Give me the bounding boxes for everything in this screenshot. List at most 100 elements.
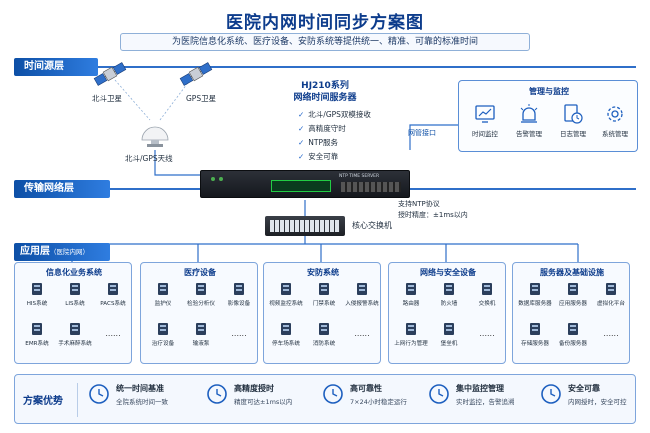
panel-item[interactable]: 手术麻醉系统 [57, 321, 93, 347]
panel-item[interactable]: 影像设备 [221, 281, 257, 307]
panel-item[interactable]: 监护仪 [145, 281, 181, 307]
device-icon [32, 283, 42, 295]
more-indicator: ...... [479, 329, 495, 338]
panel-item[interactable]: 治疗设备 [145, 321, 181, 347]
device-icon [406, 283, 416, 295]
layer-divider [410, 188, 636, 190]
satellite-icon [93, 62, 127, 86]
panel-item[interactable]: HIS系统 [19, 281, 55, 307]
monitor-icon [428, 383, 450, 409]
server-title-line2: 网络时间服务器 [293, 93, 357, 103]
panel-item[interactable]: 防火墙 [431, 281, 467, 307]
beidou-label: 北斗卫星 [92, 94, 122, 103]
panel-group: 服务器及基础设施数据库服务器应用服务器虚拟化平台存储服务器备份服务器...... [512, 262, 630, 364]
panel-item[interactable]: 交换机 [469, 281, 505, 307]
server-panel-text: NTP TIME SERVER [339, 174, 380, 179]
panel-item[interactable]: 输液泵 [183, 321, 219, 347]
antenna-icon [141, 126, 169, 147]
layer-application-note: （医院内网） [50, 248, 89, 256]
device-icon [530, 283, 540, 295]
server-feature: ✓北斗/GPS双模接收 [298, 110, 371, 119]
management-item[interactable]: 日志管理 [553, 103, 593, 138]
panel-item[interactable]: 存储服务器 [517, 321, 553, 347]
advantage-item: 统一时间基准全院系统时间一致 [116, 384, 168, 406]
server-ports [341, 182, 401, 192]
panel-item[interactable]: 检验分析仪 [183, 281, 219, 307]
panel-item[interactable]: 备份服务器 [555, 321, 591, 347]
panel-item[interactable]: 上网行为管理 [393, 321, 429, 347]
page-subtitle: 为医院信息化系统、医疗设备、安防系统等提供统一、精准、可靠的标准时间 [120, 33, 530, 51]
panel-item[interactable]: 应用服务器 [555, 281, 591, 307]
advantage-item: 安全可靠内网授时，安全可控 [568, 384, 627, 406]
panel-item[interactable]: 门禁系统 [306, 281, 342, 307]
panel-group: 医疗设备监护仪检验分析仪影像设备治疗设备输液泵...... [140, 262, 258, 364]
device-icon [281, 283, 291, 295]
advantage-item: 高精度授时精度可达±1ms以内 [234, 384, 293, 406]
device-icon [606, 283, 616, 295]
device-icon [158, 323, 168, 335]
management-box: 管理与监控 时间监控 告警管理 日志管理 系统管理 [458, 80, 638, 152]
antenna-label: 北斗/GPS天线 [125, 154, 173, 163]
management-title: 管理与监控 [529, 87, 569, 96]
panel-title: 信息化业务系统 [46, 268, 102, 277]
server-feature: ✓高精度守时 [298, 124, 346, 133]
server-title-line1: HJ210系列 [301, 81, 349, 91]
management-item[interactable]: 系统管理 [595, 103, 635, 138]
management-item[interactable]: 告警管理 [509, 103, 549, 138]
layer-divider [98, 66, 636, 68]
core-switch [265, 216, 345, 236]
layer-application: 应用层（医院内网） [14, 243, 110, 261]
antenna [138, 118, 172, 154]
device-icon [482, 283, 492, 295]
panel-item[interactable]: 停车场系统 [268, 321, 304, 347]
device-icon [281, 323, 291, 335]
device-icon [32, 323, 42, 335]
device-icon [196, 283, 206, 295]
alarm-light-icon [520, 104, 538, 123]
panel-item[interactable]: PACS系统 [95, 281, 131, 307]
panel-item[interactable]: 视频监控系统 [268, 281, 304, 307]
panel-title: 服务器及基础设施 [540, 268, 604, 277]
device-icon [357, 283, 367, 295]
panel-item[interactable]: 数据库服务器 [517, 281, 553, 307]
server-features: ✓北斗/GPS双模接收 ✓高精度守时 ✓NTP服务 ✓安全可靠 [298, 108, 371, 164]
check-icon: ✓ [298, 110, 305, 119]
server-title: HJ210系列 网络时间服务器 [280, 80, 370, 104]
panel-item[interactable]: 路由器 [393, 281, 429, 307]
gps-satellite [178, 60, 214, 92]
device-icon [568, 283, 578, 295]
more-indicator: ...... [603, 329, 619, 338]
check-icon: ✓ [298, 138, 305, 147]
panel-item[interactable]: 虚拟化平台 [593, 281, 629, 307]
server-feature: ✓安全可靠 [298, 152, 339, 161]
device-icon [444, 323, 454, 335]
layer-time-source: 时间源层 [14, 58, 98, 76]
panel-item[interactable]: 堡垒机 [431, 321, 467, 347]
device-icon [406, 323, 416, 335]
device-icon [444, 283, 454, 295]
panel-item[interactable]: 消防系统 [306, 321, 342, 347]
core-switch-label: 核心交换机 [352, 221, 392, 230]
panel-item[interactable]: EMR系统 [19, 321, 55, 347]
log-clock-icon [564, 104, 583, 124]
panel-title: 安防系统 [307, 268, 339, 277]
device-icon [319, 283, 329, 295]
panel-item[interactable]: LIS系统 [57, 281, 93, 307]
panel-item[interactable]: 入侵报警系统 [344, 281, 380, 307]
management-item[interactable]: 时间监控 [465, 103, 505, 138]
layer-application-label: 应用层 [20, 246, 50, 257]
panel-group: 网络与安全设备路由器防火墙交换机上网行为管理堡垒机...... [388, 262, 506, 364]
panel-group: 安防系统视频监控系统门禁系统入侵报警系统停车场系统消防系统...... [263, 262, 381, 364]
device-icon [70, 283, 80, 295]
server-display [271, 180, 331, 192]
server-feature: ✓NTP服务 [298, 138, 339, 147]
beidou-satellite [92, 60, 128, 92]
check-icon: ✓ [298, 124, 305, 133]
check-icon: ✓ [298, 152, 305, 161]
reliability-icon [322, 383, 344, 409]
device-icon [319, 323, 329, 335]
shield-icon [540, 383, 562, 409]
more-indicator: ...... [231, 329, 247, 338]
